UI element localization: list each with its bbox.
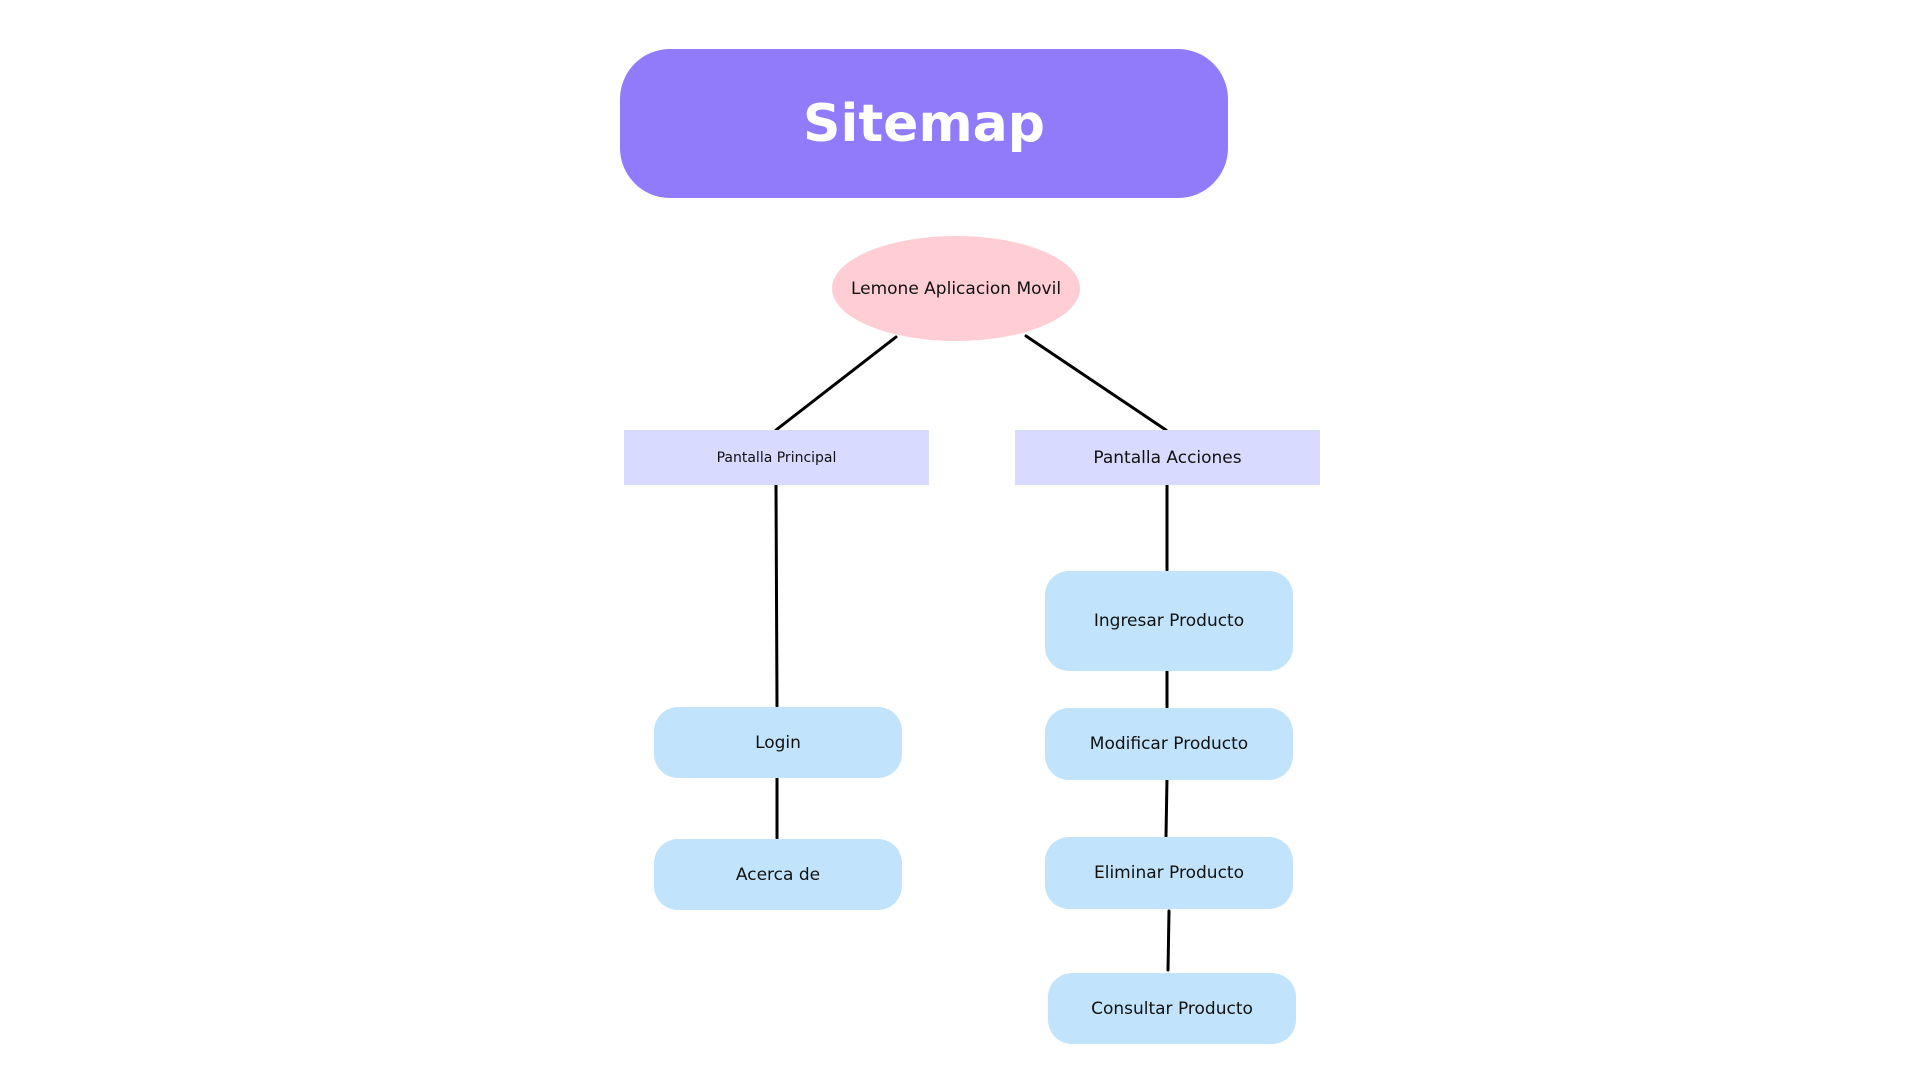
- node-pantalla-principal: Pantalla Principal: [624, 430, 929, 485]
- node-eliminar-producto: Eliminar Producto: [1045, 837, 1293, 909]
- node-ingresar-producto: Ingresar Producto: [1045, 571, 1293, 671]
- node-pantalla-acciones: Pantalla Acciones: [1015, 430, 1320, 485]
- connector-root-to-pantalla-acciones: [1024, 334, 1168, 432]
- sitemap-title: Sitemap: [620, 49, 1228, 198]
- connector-pantalla-principal-to-login: [774, 483, 779, 708]
- connector-root-to-pantalla-principal: [774, 335, 898, 432]
- root-node-lemone-aplicacion-movil: Lemone Aplicacion Movil: [832, 236, 1080, 341]
- connector-modificar-to-eliminar-producto: [1164, 776, 1169, 838]
- connector-eliminar-to-consultar-producto: [1166, 909, 1171, 972]
- node-modificar-producto: Modificar Producto: [1045, 708, 1293, 780]
- node-consultar-producto: Consultar Producto: [1048, 973, 1296, 1044]
- node-login: Login: [654, 707, 902, 778]
- node-acerca-de: Acerca de: [654, 839, 902, 910]
